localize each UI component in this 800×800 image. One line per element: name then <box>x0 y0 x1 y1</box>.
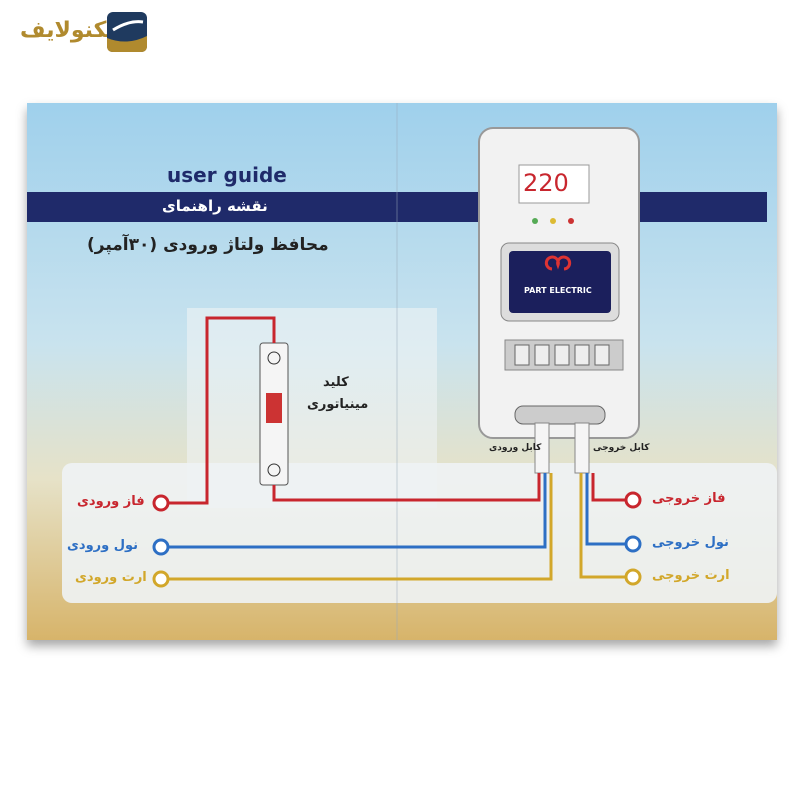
neutral-out-wire <box>585 473 627 546</box>
voltage-protector-device <box>478 127 640 474</box>
voltage-display: 220 <box>523 169 569 197</box>
logo-icon <box>107 12 147 52</box>
neutral-in-wire <box>167 473 547 549</box>
product-title: محافظ ولتاژ ورودی (۳۰آمپر) <box>87 235 329 255</box>
miniature-breaker <box>259 342 289 486</box>
earth-in-label: ارت ورودی <box>75 570 147 585</box>
phase-out-label: فاز خروجی <box>652 491 726 506</box>
phase-in-wire <box>167 316 541 505</box>
neutral-out-label: نول خروجی <box>652 535 729 550</box>
user-guide-card: user guide نقشه راهنمای محافظ ولتاژ ورود… <box>27 103 777 640</box>
input-cable-label: کابل ورودی <box>489 443 542 453</box>
band-title: نقشه راهنمای <box>162 197 268 215</box>
breaker-label-2: مینیاتوری <box>307 397 369 412</box>
earth-in-wire <box>167 473 553 581</box>
breaker-label-1: کلید <box>323 375 349 390</box>
brand-label: PART ELECTRIC <box>524 286 592 295</box>
english-title: user guide <box>167 163 287 187</box>
phase-in-label: فاز ورودی <box>77 494 145 509</box>
earth-out-wire <box>579 473 627 579</box>
logo: تکنولایف <box>20 10 150 55</box>
phase-out-wire <box>591 473 627 502</box>
logo-text: تکنولایف <box>20 18 115 43</box>
earth-out-label: ارت خروجی <box>652 568 730 583</box>
wiring-diagram <box>27 103 777 640</box>
output-cable-label: کابل خروجی <box>593 443 650 453</box>
neutral-in-label: نول ورودی <box>67 538 139 553</box>
